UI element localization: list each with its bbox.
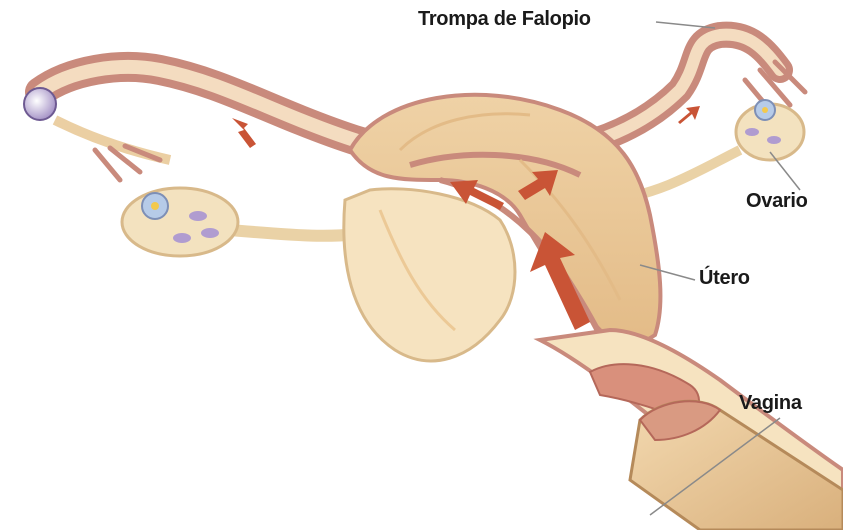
label-ovary: Ovario [746, 190, 808, 213]
egg-icon [24, 88, 56, 120]
left-ovary [122, 188, 380, 256]
label-uterus: Útero [699, 267, 750, 290]
label-fallopian-tube: Trompa de Falopio [418, 8, 591, 31]
arrow-tube-left [232, 118, 256, 148]
leader-line-trompa [656, 22, 715, 28]
bladder-lobe [344, 189, 515, 361]
label-vagina: Vagina [739, 392, 802, 415]
arrow-tube-right [678, 106, 700, 124]
